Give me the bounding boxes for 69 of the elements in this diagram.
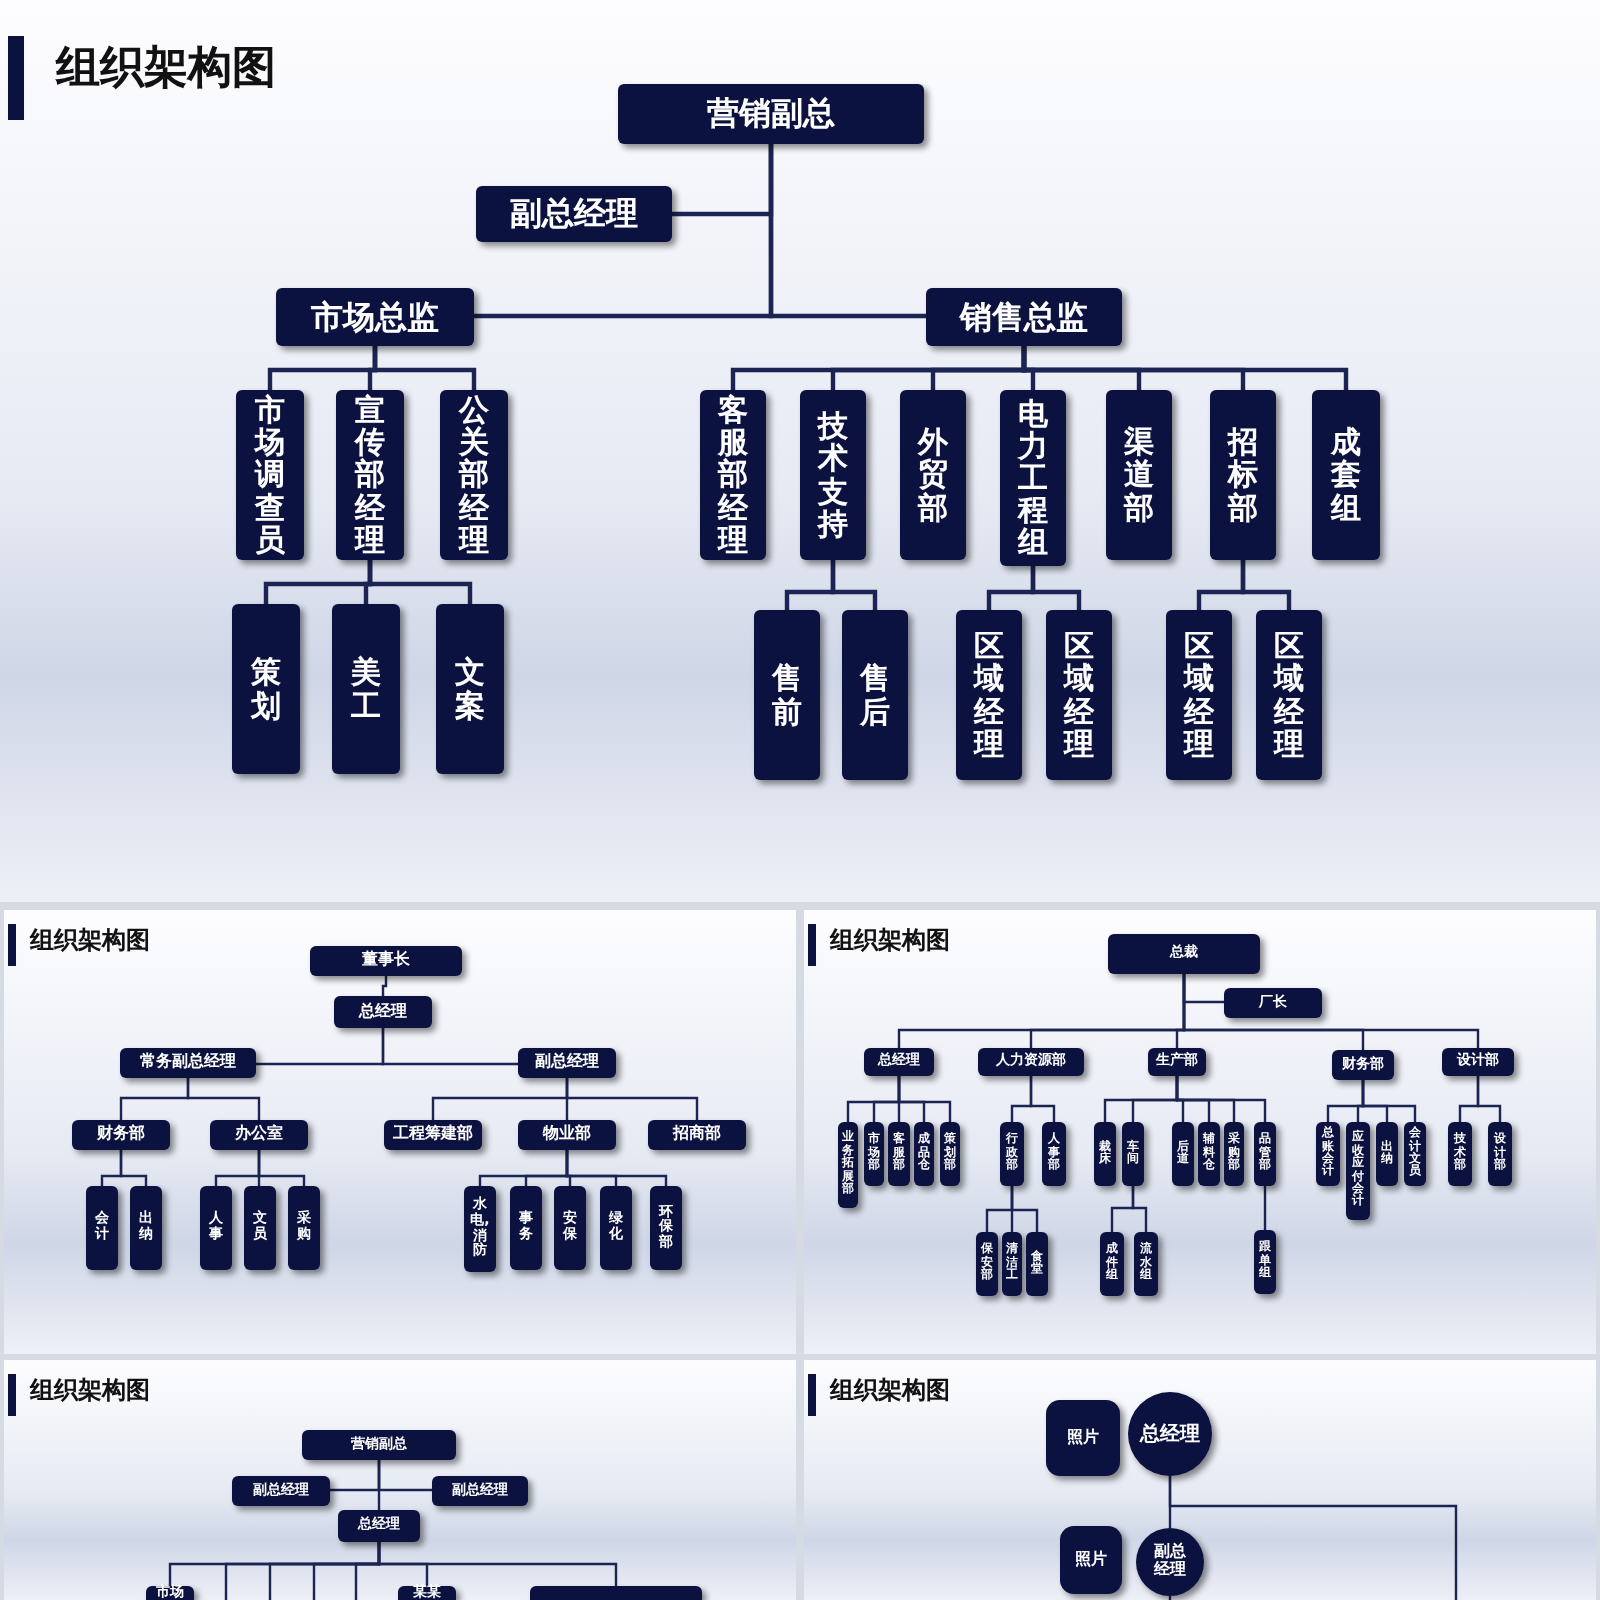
connector-line bbox=[377, 1542, 618, 1586]
connector-line bbox=[1175, 1076, 1267, 1122]
connector-line bbox=[372, 346, 477, 390]
connector-line bbox=[1476, 1076, 1502, 1122]
connector-line bbox=[1021, 346, 1349, 390]
org-box: 副总经理 bbox=[476, 186, 672, 242]
connector-line bbox=[1131, 1186, 1148, 1232]
org-box bbox=[530, 1586, 702, 1600]
org-box: 销售总监 bbox=[926, 288, 1122, 346]
org-box: 营销副总 bbox=[618, 84, 924, 144]
org-box: 外贸部 bbox=[900, 390, 966, 560]
slide-title: 组织架构图 bbox=[830, 924, 950, 958]
org-box: 售后 bbox=[842, 610, 908, 780]
org-box: 渠道部 bbox=[1106, 390, 1172, 560]
connector-line bbox=[186, 1078, 261, 1120]
org-box: 区域经理 bbox=[1046, 610, 1112, 780]
org-box: 物业部 bbox=[518, 1120, 616, 1150]
connector-line bbox=[565, 1150, 668, 1186]
connector-line bbox=[565, 1078, 699, 1120]
slide-title: 组织架构图 bbox=[30, 1374, 150, 1408]
role-circle: 总经理 bbox=[1128, 1392, 1212, 1476]
org-box: 文案 bbox=[436, 604, 504, 774]
org-box: 招商部 bbox=[648, 1120, 746, 1150]
role-circle: 副总经理 bbox=[1136, 1528, 1204, 1596]
connector-line bbox=[1263, 1186, 1267, 1230]
org-box: 电力工程组 bbox=[1000, 390, 1066, 566]
org-box: 公关部经理 bbox=[440, 390, 508, 560]
org-box: 财务部 bbox=[72, 1120, 170, 1150]
org-box: 客服部经理 bbox=[700, 390, 766, 560]
connector-line bbox=[377, 1460, 381, 1510]
connector-line bbox=[1182, 974, 1480, 1048]
connector-line bbox=[1168, 1596, 1172, 1600]
org-box: 美工 bbox=[332, 604, 400, 774]
org-box: 技术支持 bbox=[800, 390, 866, 560]
org-box: 区域经理 bbox=[1166, 610, 1232, 780]
org-box: 工程筹建部 bbox=[384, 1120, 482, 1150]
org-box: 常务副总经理 bbox=[120, 1048, 256, 1078]
org-box: 总经理 bbox=[334, 996, 432, 1028]
connector-line bbox=[381, 976, 388, 996]
connector-line bbox=[1240, 560, 1292, 610]
slide-title: 组织架构图 bbox=[830, 1374, 950, 1408]
connector-line bbox=[830, 560, 878, 610]
org-box: 宣传部经理 bbox=[336, 390, 404, 560]
connector-line bbox=[1030, 566, 1082, 610]
org-box: 区域经理 bbox=[956, 610, 1022, 780]
connector-line bbox=[1029, 1076, 1056, 1122]
org-box: 招标部 bbox=[1210, 390, 1276, 560]
org-box: 售前 bbox=[754, 610, 820, 780]
photo-box: 照片 bbox=[1046, 1400, 1120, 1476]
connector-line bbox=[1168, 1476, 1458, 1600]
connector-line bbox=[381, 1028, 518, 1066]
org-box: 董事长 bbox=[310, 946, 462, 976]
connector-line bbox=[1361, 1080, 1417, 1122]
connector-line bbox=[257, 1150, 306, 1186]
org-box: 区域经理 bbox=[1256, 610, 1322, 780]
org-box: 策划 bbox=[232, 604, 300, 774]
org-box: 市场调查员 bbox=[236, 390, 304, 560]
connector-line bbox=[1010, 1186, 1039, 1232]
org-box: 成套组 bbox=[1312, 390, 1380, 560]
org-box: 市场总监 bbox=[276, 288, 474, 346]
connector-line bbox=[367, 560, 473, 604]
connector-line bbox=[119, 1150, 148, 1186]
org-box: 副总经理 bbox=[518, 1048, 616, 1078]
slide-title: 组织架构图 bbox=[56, 42, 276, 98]
photo-box: 照片 bbox=[1060, 1526, 1122, 1594]
connector-line bbox=[768, 144, 926, 319]
org-box: 办公室 bbox=[210, 1120, 308, 1150]
slide-title: 组织架构图 bbox=[30, 924, 150, 958]
connector-line bbox=[897, 1076, 952, 1122]
